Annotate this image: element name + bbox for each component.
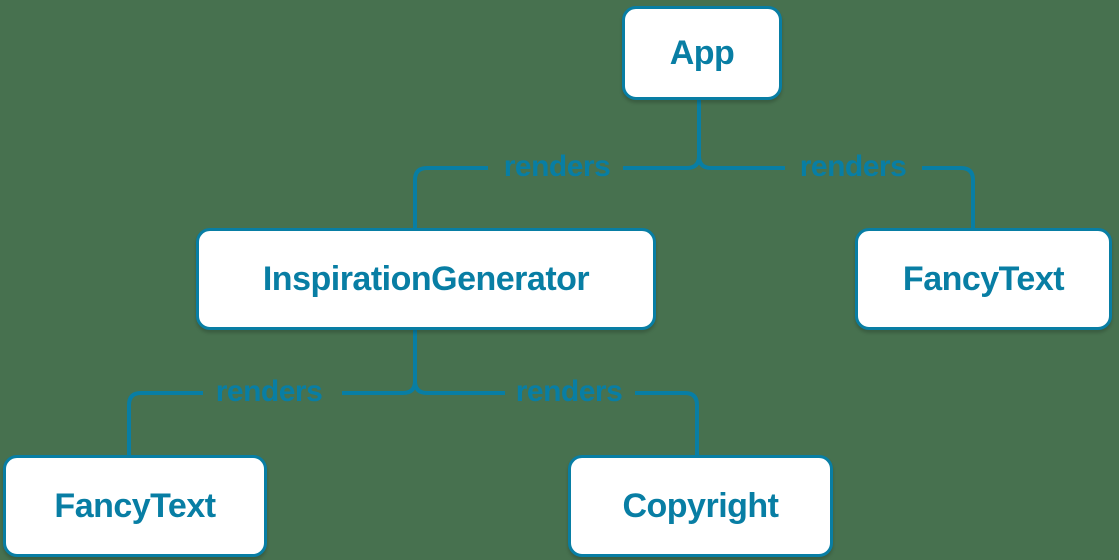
edge-label-renders-ig-copyright: renders bbox=[515, 375, 623, 408]
edge-ig-to-copyright bbox=[635, 391, 699, 455]
edge-label-renders-app-ig: renders bbox=[503, 150, 611, 183]
node-fancy-text-bottom: FancyText bbox=[3, 455, 267, 557]
node-fancy-text-top: FancyText bbox=[855, 228, 1112, 330]
edge-app-stem-split bbox=[623, 98, 785, 170]
node-copyright-label: Copyright bbox=[622, 486, 779, 525]
node-fancy-text-bottom-label: FancyText bbox=[54, 486, 216, 525]
node-inspiration-generator: InspirationGenerator bbox=[196, 228, 656, 330]
edge-ig-to-fancytext bbox=[127, 391, 203, 455]
edge-ig-stem-split bbox=[342, 328, 505, 395]
edge-app-to-fancytext bbox=[922, 166, 975, 228]
node-copyright: Copyright bbox=[568, 455, 833, 557]
node-inspiration-generator-label: InspirationGenerator bbox=[262, 259, 590, 298]
edge-label-renders-ig-fancytext: renders bbox=[215, 375, 323, 408]
node-app: App bbox=[622, 6, 782, 100]
edge-app-to-inspirationgenerator bbox=[413, 166, 488, 228]
edge-label-renders-app-fancytext: renders bbox=[799, 150, 907, 183]
node-app-label: App bbox=[669, 33, 735, 72]
node-fancy-text-top-label: FancyText bbox=[902, 259, 1065, 298]
